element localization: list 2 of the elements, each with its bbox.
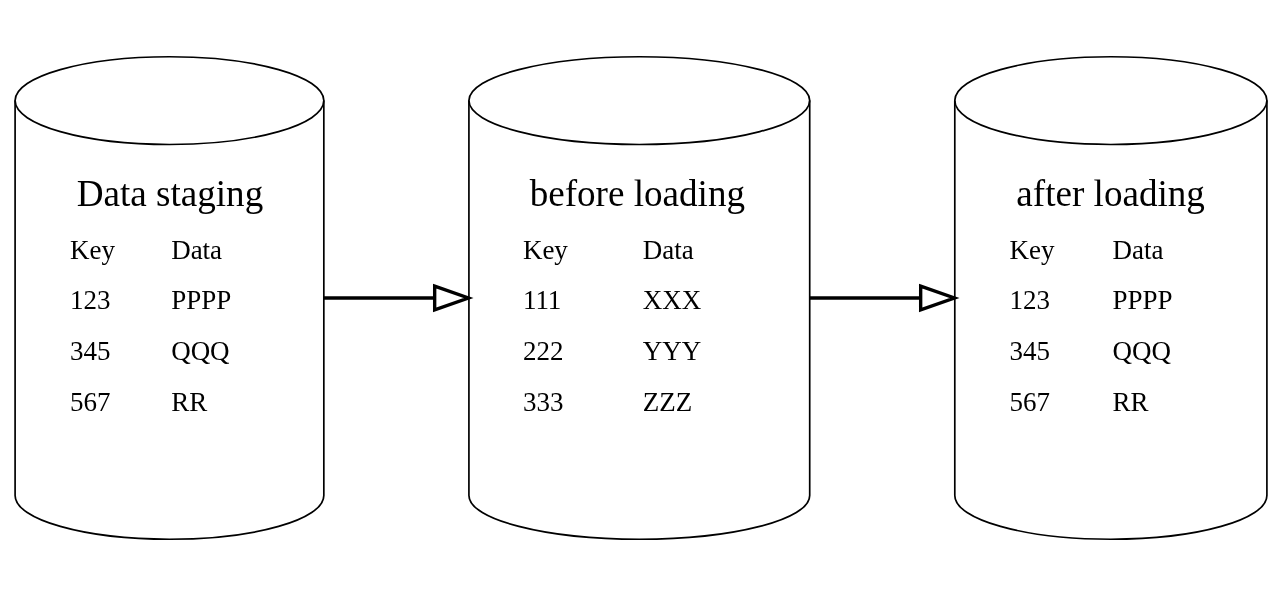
arrow [810, 283, 960, 313]
arrow [323, 283, 474, 313]
